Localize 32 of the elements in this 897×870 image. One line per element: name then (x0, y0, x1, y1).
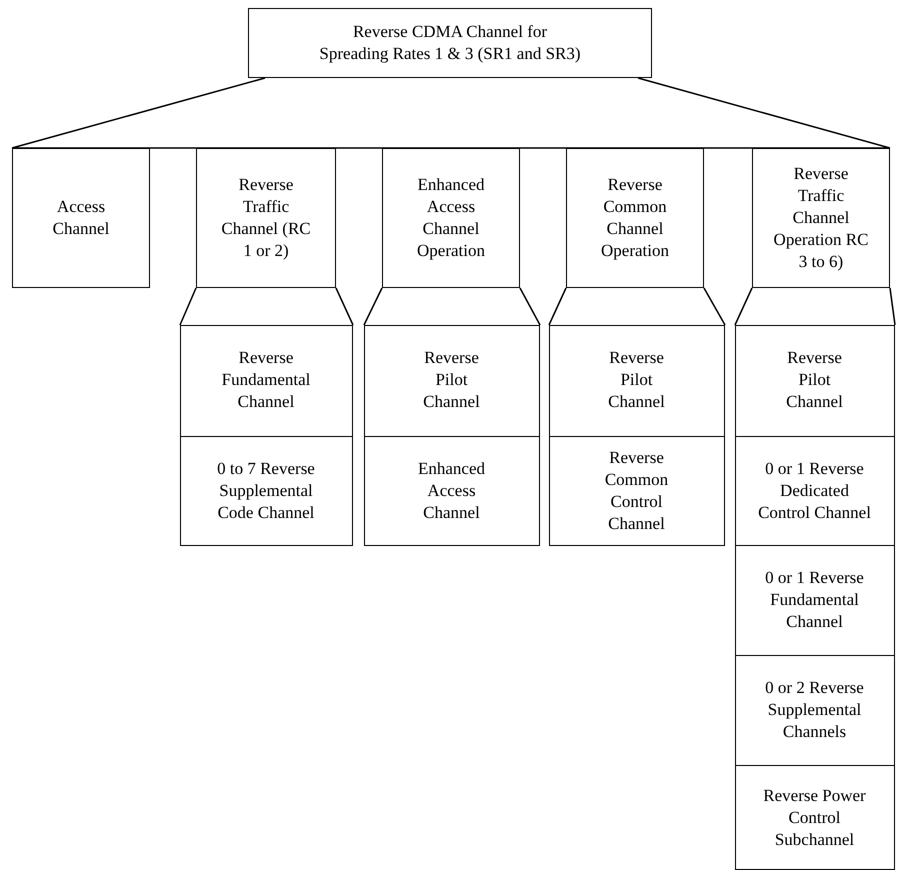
box-label: Reverse Pilot Channel (785, 347, 844, 413)
connector-line (548, 287, 726, 326)
box-label: 0 or 1 Reverse Fundamental Channel (764, 567, 865, 633)
connector-line (363, 287, 541, 326)
box-label: 0 or 2 Reverse Supplemental Channels (764, 677, 865, 743)
root-box (248, 8, 652, 78)
box-label: 0 to 7 Reverse Supplemental Code Channel (216, 458, 316, 524)
connector-line (734, 287, 896, 326)
channel-stack (180, 325, 353, 546)
box-label: Enhanced Access Channel Operation (416, 174, 486, 262)
box-label: Enhanced Access Channel (416, 458, 486, 524)
channel-box (196, 148, 336, 288)
box-label: Access Channel (52, 196, 110, 240)
box-label: Reverse Traffic Channel Operation RC 3 to 6) (772, 163, 870, 273)
box-label: Reverse Traffic Channel (RC 1 or 2) (220, 174, 312, 262)
channel-stack (549, 325, 725, 546)
channel-stack (364, 325, 540, 546)
connector-line (11, 77, 891, 149)
channel-box (382, 148, 520, 288)
channel-stack (735, 325, 895, 870)
box-label: Reverse Pilot Channel (607, 347, 666, 413)
channel-box (12, 148, 150, 288)
box-label: Reverse Pilot Channel (422, 347, 481, 413)
box-label: Reverse Fundamental Channel (220, 347, 312, 413)
box-label: Reverse Common Channel Operation (600, 174, 670, 262)
box-label: Reverse Power Control Subchannel (762, 784, 867, 850)
channel-box (566, 148, 704, 288)
box-label: 0 or 1 Reverse Dedicated Control Channel (757, 458, 872, 524)
channel-box (752, 148, 890, 288)
connector-line (179, 287, 354, 326)
box-label: Reverse CDMA Channel for Spreading Rates 1 & 3 (SR1 and SR3) (318, 21, 582, 65)
box-label: Reverse Common Control Channel (604, 447, 670, 535)
